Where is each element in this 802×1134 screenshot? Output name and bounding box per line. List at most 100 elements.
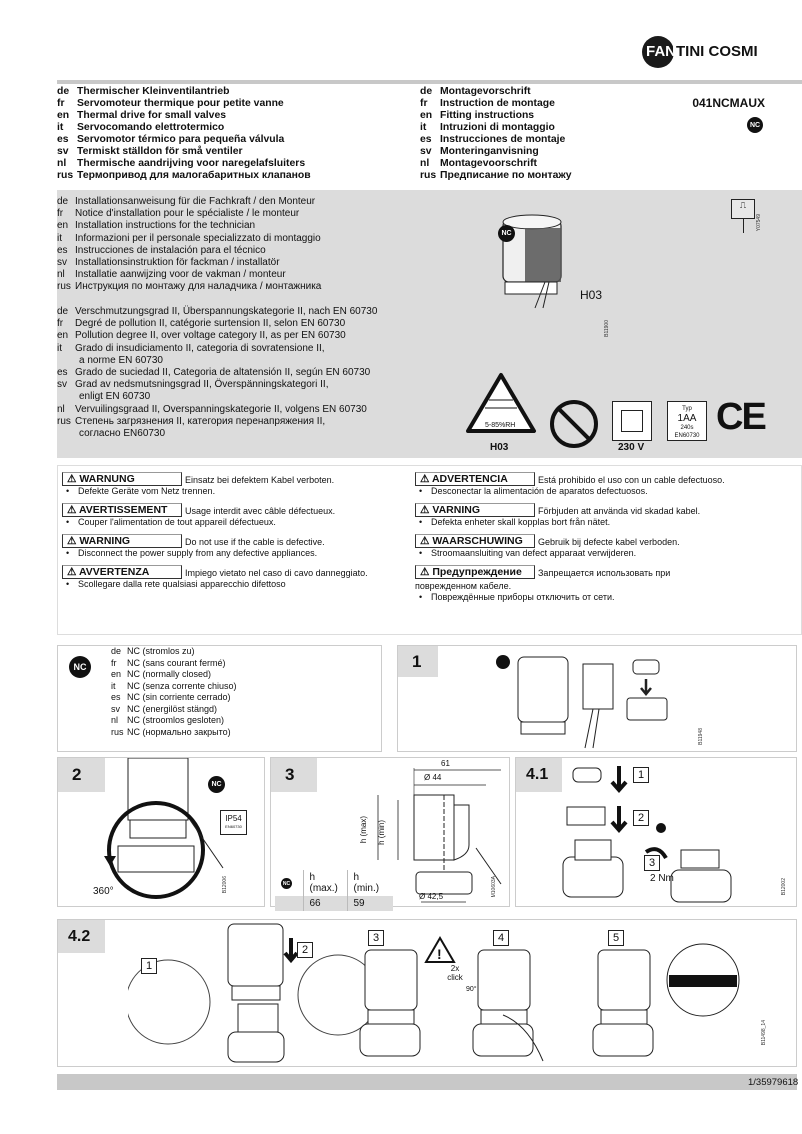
bullet-icon: • (66, 486, 70, 496)
lang-text: Informazioni per il personale specializz… (75, 232, 321, 244)
humidity-warning-icon (465, 372, 537, 434)
warning-triangle-icon: ⚠ (67, 473, 80, 485)
type-time: 240s (680, 425, 694, 431)
cell-h-max: 66 (302, 896, 347, 911)
warning-bullet-text: Desconectar la alimentación de aparatos … (431, 486, 648, 496)
lang-text: Intruzioni di montaggio (440, 122, 555, 133)
step-1-illustration (496, 655, 668, 749)
type-label: Typ (682, 406, 692, 412)
logo-text-dark: FAN (646, 43, 676, 60)
height-table-nc-icon: NC (281, 878, 292, 890)
lang-code: de (111, 646, 122, 656)
actuator-figure (495, 210, 575, 310)
type-code: 1AA (677, 413, 697, 424)
lang-text: Инструкция по монтажу для наладчика / мо… (75, 281, 322, 293)
lang-text: Monteringanvisning (440, 146, 539, 157)
signal-line (743, 219, 744, 233)
nc-meaning-box (57, 645, 382, 752)
lang-text: Servomotor térmico para pequeña válvula (77, 134, 285, 145)
step-4-2-number: 4.2 (58, 920, 105, 953)
lang-text: Thermal drive for small valves (77, 110, 227, 121)
click-label: 2x click (447, 964, 463, 982)
footer-bar (57, 1074, 797, 1090)
warning-bullet-text: Defekte Geräte vom Netz trennen. (78, 486, 216, 496)
warning-triangle-icon: ⚠ (67, 535, 80, 547)
lang-text: NC (stroomlos gesloten) (127, 715, 225, 725)
lang-text: Termiskt ställdon för små ventiler (77, 146, 243, 157)
warning-label-text: AVVERTENZA (78, 566, 150, 578)
step-2-nc-icon: NC (208, 776, 225, 793)
warning-text: Förbjuden att använda vid skadad kabel. (538, 506, 701, 516)
warning-text: Do not use if the cable is defective. (185, 537, 325, 547)
step-4-2-code: B11498_14 (761, 1020, 767, 1046)
lang-text: Installationsinstruktion för fackman / i… (75, 257, 280, 269)
bullet-icon: • (419, 486, 423, 496)
lang-code: de (57, 306, 69, 317)
lang-code: nl (57, 158, 67, 169)
lang-code: it (57, 342, 62, 354)
warning-text: Está prohibido el uso con un cable defec… (538, 475, 725, 485)
lang-code: fr (420, 98, 428, 109)
step-2-number: 2 (58, 758, 105, 792)
lang-text: Предписание по монтажу (440, 170, 572, 181)
warning-bullet-text: Defekta enheter skall kopplas bort från … (431, 517, 611, 527)
lang-text: Fitting instructions (440, 110, 535, 121)
warning-bullet-text: Couper l'alimentation de tout appareil d… (78, 517, 276, 527)
bullet-icon: • (66, 548, 70, 558)
lang-code: sv (57, 379, 67, 391)
lang-text: Montagevoorschrift (440, 158, 537, 169)
type-norm: EN60730 (674, 433, 700, 439)
warning-label: ⚠ ADVERTENCIA (415, 472, 535, 486)
dimension-d42-5: Ø 42,5 (419, 892, 444, 901)
lang-text-continued: a norme EN 60730 (79, 354, 163, 366)
lang-text: NC (нормально закрыто) (127, 726, 231, 737)
warning-triangle-icon: ⚠ (420, 566, 433, 578)
lang-code: it (57, 122, 64, 133)
lang-text: Instruction de montage (440, 98, 555, 109)
header-divider (57, 80, 802, 84)
lang-code: fr (111, 657, 117, 668)
lang-text-continued: enligt EN 60730 (79, 391, 151, 403)
step-4-2-illustration: ! (128, 923, 740, 1063)
nc-badge-icon: NC (747, 117, 763, 133)
bullet-icon: • (66, 517, 70, 527)
lang-text: NC (sin corriente cerrado) (127, 692, 231, 702)
warning-label-text: VARNING (432, 504, 480, 516)
warning-text: Einsatz bei defektem Kabel verboten. (185, 475, 335, 485)
step-3-box: 3 61 Ø 44 Ø 42,5 h (max) h (min) NC h (m… (270, 757, 510, 911)
lang-text: Installationsanweisung für die Fachkraft… (75, 196, 316, 207)
ip-norm: EN60730 (225, 824, 242, 829)
warning-bullet: •Повреждённые приборы отключить от сети. (415, 592, 795, 603)
step-4-1-sub-3: 3 (644, 855, 660, 871)
warning-triangle-icon: ⚠ (67, 504, 79, 516)
warning-bullet: •Stroomaansluiting van defect apparaat v… (415, 548, 795, 559)
warning-bullet: • Couper l'alimentation de tout appareil … (62, 517, 407, 528)
lang-text: Notice d'installation pour le spécialist… (75, 208, 300, 220)
lang-text: Degré de pollution II, catégorie surtens… (75, 318, 346, 330)
nc-meaning-icon: NC (69, 656, 91, 678)
lang-code: es (111, 692, 121, 702)
